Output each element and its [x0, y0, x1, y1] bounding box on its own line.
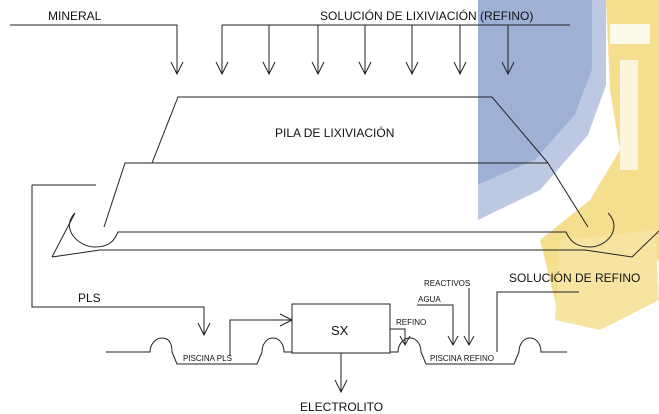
down-arrow-icon — [447, 335, 459, 347]
label-leach-solution: SOLUCIÓN DE LIXIVIACIÓN (REFINO) — [320, 8, 533, 23]
feed-lines — [10, 24, 570, 76]
refino-line — [390, 328, 411, 347]
down-arrow-icon — [399, 335, 411, 347]
down-arrow-icon — [311, 61, 325, 76]
water-line — [417, 304, 459, 347]
pond-ground — [106, 337, 567, 365]
down-arrow-icon — [453, 61, 467, 76]
pad-top-line — [69, 212, 615, 248]
leach-pad — [51, 212, 659, 258]
heap-upper — [151, 96, 549, 164]
right-arrow-icon — [279, 313, 294, 327]
down-arrow-icon — [334, 379, 348, 394]
label-water: AGUA — [418, 295, 441, 304]
down-arrow-icon — [262, 61, 276, 76]
electrolyte-line — [334, 353, 348, 394]
heap-lower — [103, 162, 589, 228]
label-raffinate: REFINO — [396, 318, 426, 327]
reagents-line — [463, 288, 475, 347]
leach-heap — [103, 96, 589, 228]
watermark-emblem — [478, 0, 659, 330]
ground-line-right — [390, 337, 567, 365]
label-electrolyte: ELECTROLITO — [300, 400, 383, 414]
label-raffinate-pond: PISCINA REFINO — [430, 354, 494, 363]
mineral-feed-line — [10, 24, 178, 74]
down-arrow-icon — [463, 335, 475, 347]
label-mineral: MINERAL — [48, 9, 102, 23]
down-arrow-icon — [215, 61, 229, 76]
raffinate-return-line — [496, 291, 579, 352]
down-arrow-icon — [405, 61, 419, 76]
pls-to-sx-line — [229, 313, 294, 356]
label-raffinate-solution: SOLUCIÓN DE REFINO — [509, 270, 640, 285]
mineral-arrow-icon — [170, 61, 184, 76]
label-pls: PLS — [78, 291, 101, 305]
pls-arrow-icon — [197, 322, 211, 337]
label-sx: SX — [331, 323, 349, 338]
label-heap: PILA DE LIXIVIACIÓN — [275, 125, 394, 140]
solution-drop-lines — [215, 25, 515, 76]
down-arrow-icon — [501, 61, 515, 76]
pad-bottom-line — [51, 230, 659, 258]
pls-line — [31, 184, 211, 337]
ground-line-left — [106, 337, 292, 365]
down-arrow-icon — [358, 61, 372, 76]
label-reagents: REACTIVOS — [424, 279, 470, 288]
label-pls-pond: PISCINA PLS — [183, 354, 232, 363]
